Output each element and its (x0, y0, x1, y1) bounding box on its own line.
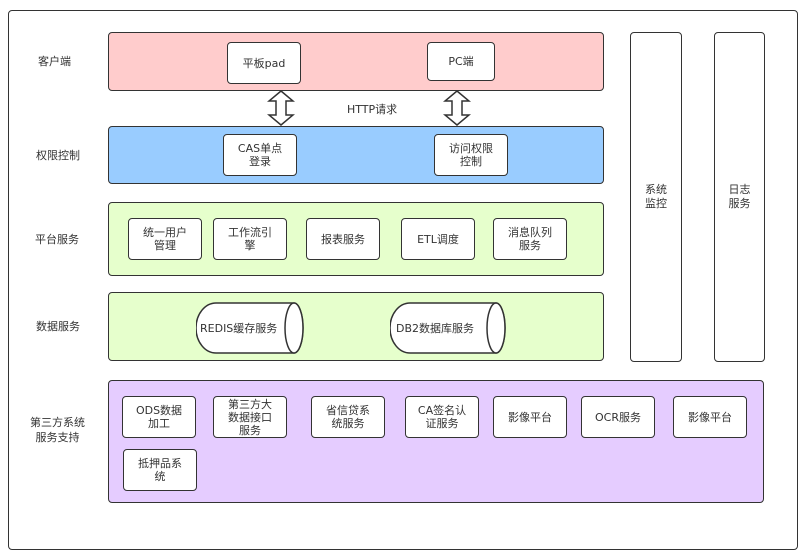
box-ods: ODS数据 加工 (122, 396, 196, 438)
http-request-label: HTTP请求 (347, 103, 398, 116)
band-client (108, 32, 604, 91)
band-data (108, 292, 604, 361)
column-system-monitor: 系统 监控 (630, 32, 682, 362)
box-image-platform-1: 影像平台 (493, 396, 567, 438)
box-pc: PC端 (427, 42, 495, 81)
box-report-service: 报表服务 (306, 218, 380, 260)
row-label-third-party: 第三方系统 服务支持 (30, 416, 85, 444)
row-label-platform: 平台服务 (35, 233, 79, 246)
double-arrow-icon (267, 90, 295, 126)
box-access-control: 访问权限 控制 (434, 134, 508, 176)
box-etl-schedule: ETL调度 (401, 218, 475, 260)
box-cas-sso: CAS单点 登录 (223, 134, 297, 176)
cylinder-db2: DB2数据库服务 (389, 302, 508, 354)
box-ocr: OCR服务 (581, 396, 655, 438)
cylinder-redis: REDIS缓存服务 (195, 302, 306, 354)
row-label-data: 数据服务 (36, 320, 80, 333)
double-arrow-icon (443, 90, 471, 126)
box-bigdata-api: 第三方大 数据接口 服务 (213, 396, 287, 438)
redis-label: REDIS缓存服务 (200, 322, 278, 335)
row-label-auth: 权限控制 (36, 149, 80, 162)
box-workflow-engine: 工作流引 擎 (213, 218, 287, 260)
box-ca-signature: CA签名认 证服务 (405, 396, 479, 438)
box-image-platform-2: 影像平台 (673, 396, 747, 438)
column-log-service: 日志 服务 (714, 32, 765, 362)
row-label-client: 客户端 (38, 55, 71, 68)
box-unified-user: 统一用户 管理 (128, 218, 202, 260)
db2-label: DB2数据库服务 (396, 322, 475, 335)
band-auth (108, 126, 604, 184)
box-collateral-system: 抵押品系 统 (123, 449, 197, 491)
box-provincial-credit: 省信贷系 统服务 (311, 396, 385, 438)
box-tablet-pad: 平板pad (227, 42, 301, 84)
box-message-queue: 消息队列 服务 (493, 218, 567, 260)
